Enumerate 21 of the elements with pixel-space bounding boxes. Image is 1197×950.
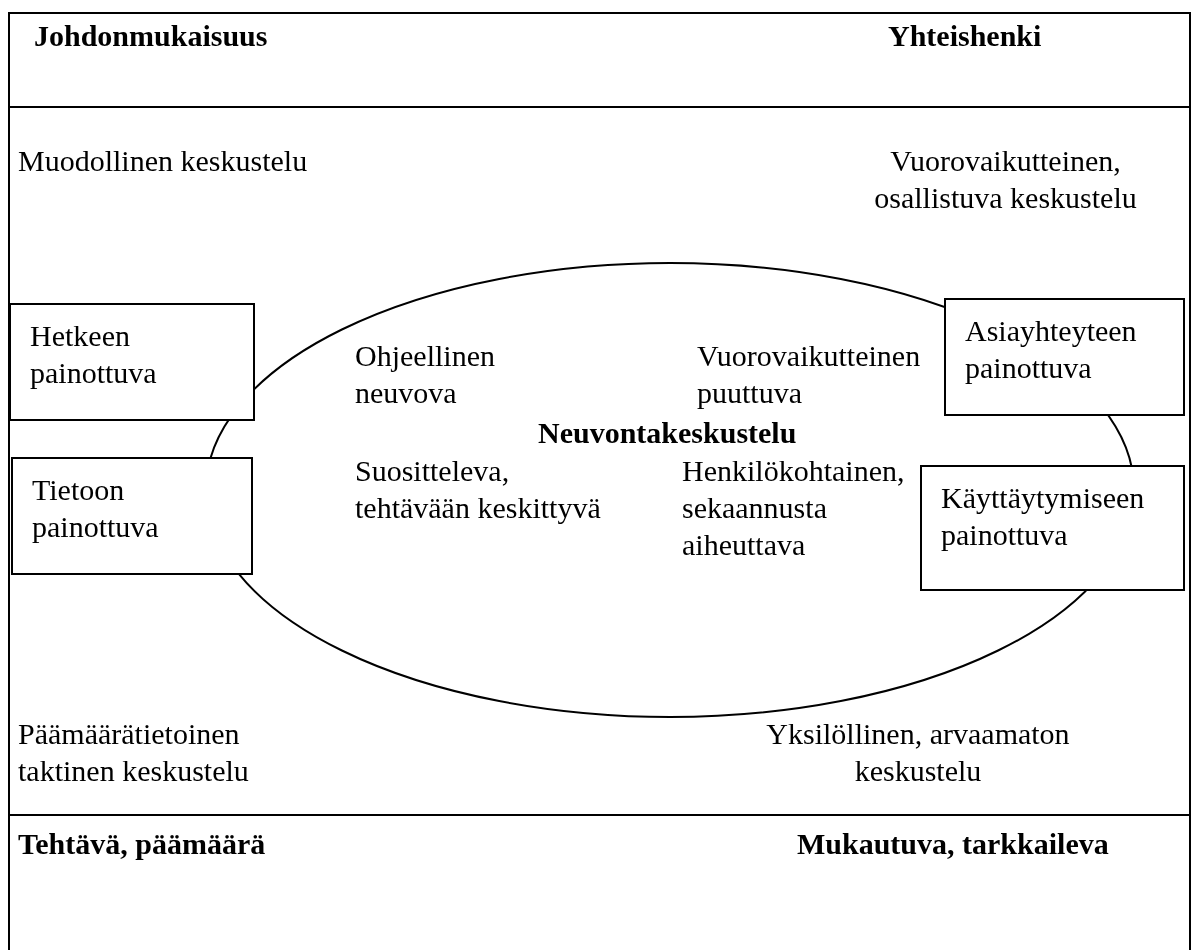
quadrant-text: Ohjeellinen neuvova <box>355 338 495 411</box>
quadrant-text: Henkilökohtainen, sekaannusta aiheuttava <box>682 453 905 563</box>
text-box <box>9 303 255 421</box>
description-text: Muodollinen keskustelu <box>18 143 309 179</box>
description-text: Päämäärätietoinen taktinen keskustelu <box>18 716 250 789</box>
text-box <box>11 457 253 575</box>
box-label: Asiayhteyteen painottuva <box>965 313 1137 386</box>
corner-heading: Mukautuva, tarkkaileva <box>797 826 1110 862</box>
corner-heading: Yhteishenki <box>888 18 1043 54</box>
quadrant-text: Vuorovaikutteinen puuttuva <box>697 338 921 411</box>
text-box <box>920 465 1185 591</box>
diagram-heading: Neuvontakeskustelu <box>538 415 798 451</box>
corner-heading: Tehtävä, päämäärä <box>18 826 267 862</box>
box-label: Käyttäytymiseen painottuva <box>941 480 1145 553</box>
box-label: Tietoon painottuva <box>32 472 159 545</box>
text-box <box>944 298 1185 416</box>
description-text: Yksilöllinen, arvaamaton keskustelu <box>765 716 1071 789</box>
quadrant-text: Suositteleva, tehtävään keskittyvä <box>355 453 602 526</box>
description-text: Vuorovaikutteinen, osallistuva keskustelu <box>873 143 1138 216</box>
box-label: Hetkeen painottuva <box>30 318 157 391</box>
corner-heading: Johdonmukaisuus <box>34 18 269 54</box>
